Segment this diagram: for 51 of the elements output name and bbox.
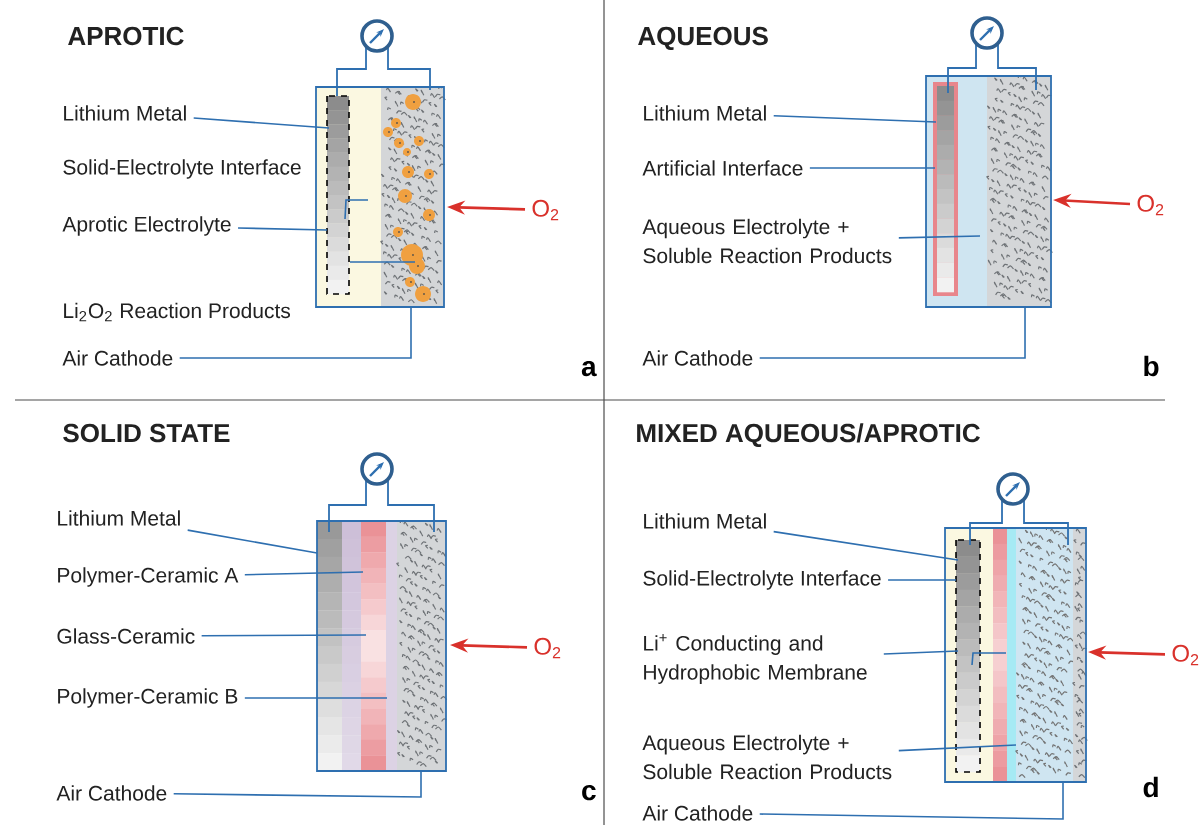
leader-line	[898, 235, 981, 239]
part-label: Lithium Metal	[644, 513, 766, 529]
part-label: Polymer-Ceramic B	[58, 688, 238, 708]
part-label: Aqueous Electrolyte + Soluble Reaction Products	[642, 734, 892, 780]
leader-line	[244, 571, 364, 576]
panel-letter: b	[1144, 355, 1159, 377]
panel-letter: d	[1143, 776, 1158, 798]
panel-title: AQUEOUS	[638, 26, 768, 51]
gas-label: O$_{2}$	[534, 637, 561, 659]
part-label: Lithium Metal	[644, 105, 766, 121]
part-label: Air Cathode	[642, 805, 753, 821]
part-label: Aqueous Electrolyte + Soluble Reaction Products	[642, 218, 892, 264]
leader-line	[244, 697, 388, 699]
part-label: Air Cathode	[56, 785, 167, 801]
leader-line	[809, 167, 936, 169]
part-label: Aprotic Electrolyte	[62, 216, 231, 236]
gas-label: O$_{2}$	[1172, 644, 1199, 666]
battery-cell-drawing	[316, 452, 448, 772]
part-label: Polymer-Ceramic A	[58, 567, 239, 587]
leader-line	[883, 650, 959, 655]
part-label: Li$^{+}$ Conducting and Hydrophobic Membrane	[644, 634, 867, 684]
leader-line	[772, 114, 937, 123]
panel-title: APROTIC	[68, 26, 184, 46]
gas-label: O$_{2}$	[532, 199, 559, 221]
panel-title: SOLID STATE	[63, 423, 230, 443]
battery-cell-drawing	[944, 472, 1088, 783]
leader-line	[758, 781, 1064, 820]
leader-line	[186, 529, 318, 554]
part-label: Lithium Metal	[58, 510, 180, 526]
battery-cell-drawing	[925, 16, 1053, 308]
part-label: Air Cathode	[642, 350, 753, 366]
panel-letter: c	[582, 784, 596, 801]
part-label: Lithium Metal	[64, 105, 186, 121]
panel-letter: a	[581, 360, 597, 377]
part-label: Artificial Interface	[642, 160, 803, 176]
leader-line	[772, 530, 959, 561]
leader-line	[178, 306, 412, 359]
panel-title: MIXED AQUEOUS/APROTIC	[637, 423, 980, 448]
leader-line	[200, 634, 367, 637]
part-label: Air Cathode	[62, 350, 173, 366]
part-label: Li$_{2}$O$_{2}$ Reaction Products	[64, 302, 291, 322]
leader-line	[192, 117, 330, 129]
battery-cell-drawing	[315, 19, 446, 308]
leader-line	[898, 744, 1017, 752]
leader-line	[758, 306, 1026, 359]
part-label: Glass-Ceramic	[57, 628, 195, 644]
leader-line	[887, 579, 957, 581]
leader-line	[172, 770, 422, 798]
leader-line	[237, 227, 328, 231]
gas-label: O$_{2}$	[1137, 194, 1164, 216]
part-label: Solid-Electrolyte Interface	[643, 570, 881, 590]
